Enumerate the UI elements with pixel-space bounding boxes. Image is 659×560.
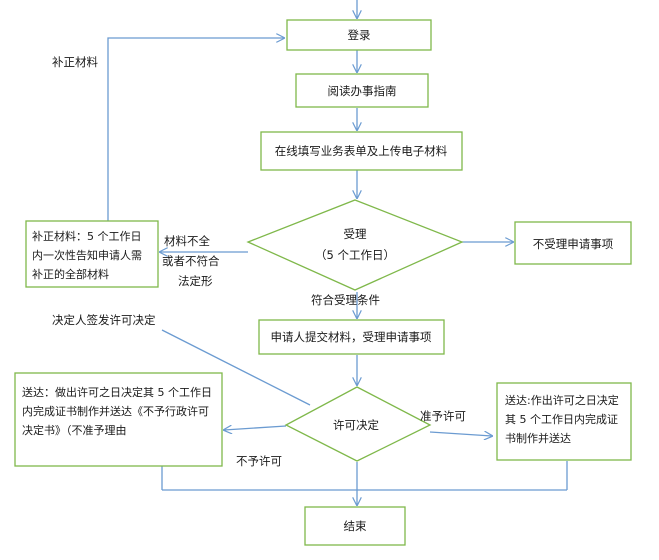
supplement-line-1: 补正材料：5 个工作日	[32, 229, 142, 243]
label-supplement-materials: 补正材料	[52, 55, 98, 69]
node-deliver-deny: 送达：做出许可之日决定其 5 个工作日 内完成证书制作并送达《不予行政许可 决定…	[14, 372, 223, 467]
node-read-guide: 阅读办事指南	[295, 73, 429, 108]
reject-text: 不受理申请事项	[533, 237, 614, 251]
node-accept: 受理 （5 个工作日）	[246, 199, 464, 291]
login-text: 登录	[348, 28, 371, 42]
end-text: 结束	[344, 519, 367, 533]
loop-supplement-login	[107, 38, 284, 221]
label-deny: 不予许可	[236, 454, 282, 468]
label-grant: 准予许可	[420, 409, 466, 423]
deliver-deny-line-3: 决定书》（不准予理由	[22, 423, 127, 437]
arrow-decision-deny	[224, 426, 287, 430]
supplement-line-3: 补正的全部材料	[32, 267, 109, 281]
label-incomplete-3: 法定形	[178, 274, 213, 288]
arrow-decision-grant	[429, 432, 492, 436]
node-deliver-grant: 送达:作出许可之日决定 其 5 个工作日内完成证 书制作并送达	[496, 382, 632, 461]
fill-form-text: 在线填写业务表单及上传电子材料	[275, 144, 448, 158]
deliver-deny-line-2: 内完成证书制作并送达《不予行政许可	[22, 404, 209, 418]
label-meets-conditions: 符合受理条件	[311, 293, 380, 307]
node-login: 登录	[286, 19, 432, 51]
deliver-grant-line-1: 送达:作出许可之日决定	[505, 393, 619, 407]
supplement-line-2: 内一次性告知申请人需	[32, 248, 142, 262]
deliver-grant-line-2: 其 5 个工作日内完成证	[505, 412, 618, 426]
connectors	[107, 0, 568, 505]
label-incomplete-1: 材料不全	[164, 234, 210, 248]
accept-title: 受理	[344, 227, 367, 241]
accept-days: （5 个工作日）	[315, 248, 395, 262]
read-guide-text: 阅读办事指南	[328, 84, 397, 98]
deliver-grant-line-3: 书制作并送达	[505, 431, 571, 445]
signer-line	[161, 329, 311, 406]
deliver-deny-line-1: 送达：做出许可之日决定其 5 个工作日	[22, 385, 212, 399]
submit-text: 申请人提交材料，受理申请事项	[271, 330, 432, 344]
node-decision: 许可决定	[284, 386, 432, 462]
node-supplement: 补正材料：5 个工作日 内一次性告知申请人需 补正的全部材料	[25, 220, 159, 288]
label-incomplete-2: 或者不符合	[162, 254, 220, 268]
node-fill-form: 在线填写业务表单及上传电子材料	[260, 131, 463, 171]
decision-text: 许可决定	[333, 418, 379, 432]
node-submit: 申请人提交材料，受理申请事项	[258, 319, 445, 355]
label-signer: 决定人签发许可决定	[52, 313, 156, 327]
node-reject: 不受理申请事项	[514, 221, 632, 265]
node-end: 结束	[304, 506, 406, 546]
